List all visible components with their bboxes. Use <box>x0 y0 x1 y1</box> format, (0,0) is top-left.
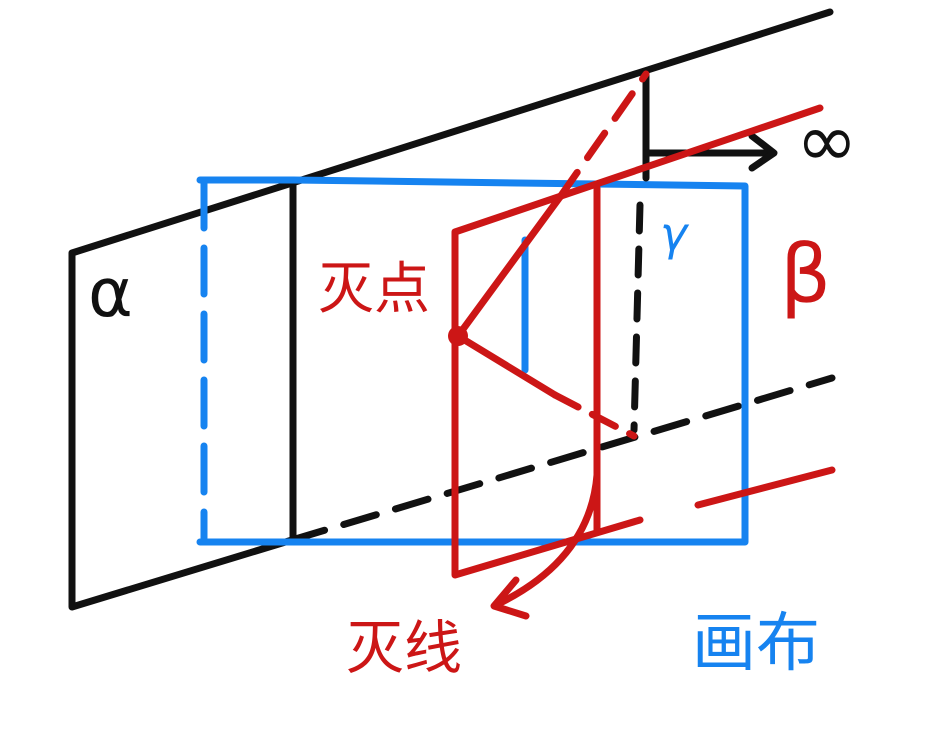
sight-line-to-top-dashed <box>556 70 650 201</box>
sight-line-to-top <box>454 193 564 340</box>
label-canvas: 画布 <box>692 607 820 681</box>
plane-alpha <box>68 8 836 611</box>
sight-line-lower <box>454 332 559 399</box>
label-infinity: ∞ <box>796 98 858 184</box>
canvas-outline <box>288 176 749 546</box>
vanishing-line-arrow-head <box>490 576 530 620</box>
plane-beta-outline <box>451 104 824 579</box>
vertical-reference <box>630 68 778 434</box>
label-vanishing-line: 灭线 <box>346 614 462 682</box>
beta-far-edge-segment <box>694 466 836 509</box>
vertical-reference-dashed <box>630 201 644 434</box>
alpha-far-edge-dashed <box>288 374 836 544</box>
canvas-plane <box>196 176 749 546</box>
infinity-arrow-head <box>748 132 778 172</box>
plane-alpha-outline <box>68 8 834 611</box>
label-beta: β <box>780 228 831 321</box>
vanishing-line-arrow <box>492 471 601 609</box>
vanishing-point-dot <box>448 326 468 346</box>
plane-beta <box>451 70 836 620</box>
label-alpha: α <box>88 254 133 333</box>
sight-line-lower-dashed <box>551 391 638 440</box>
label-vanishing-point: 灭点 <box>318 257 430 322</box>
label-gamma: γ <box>660 207 690 261</box>
